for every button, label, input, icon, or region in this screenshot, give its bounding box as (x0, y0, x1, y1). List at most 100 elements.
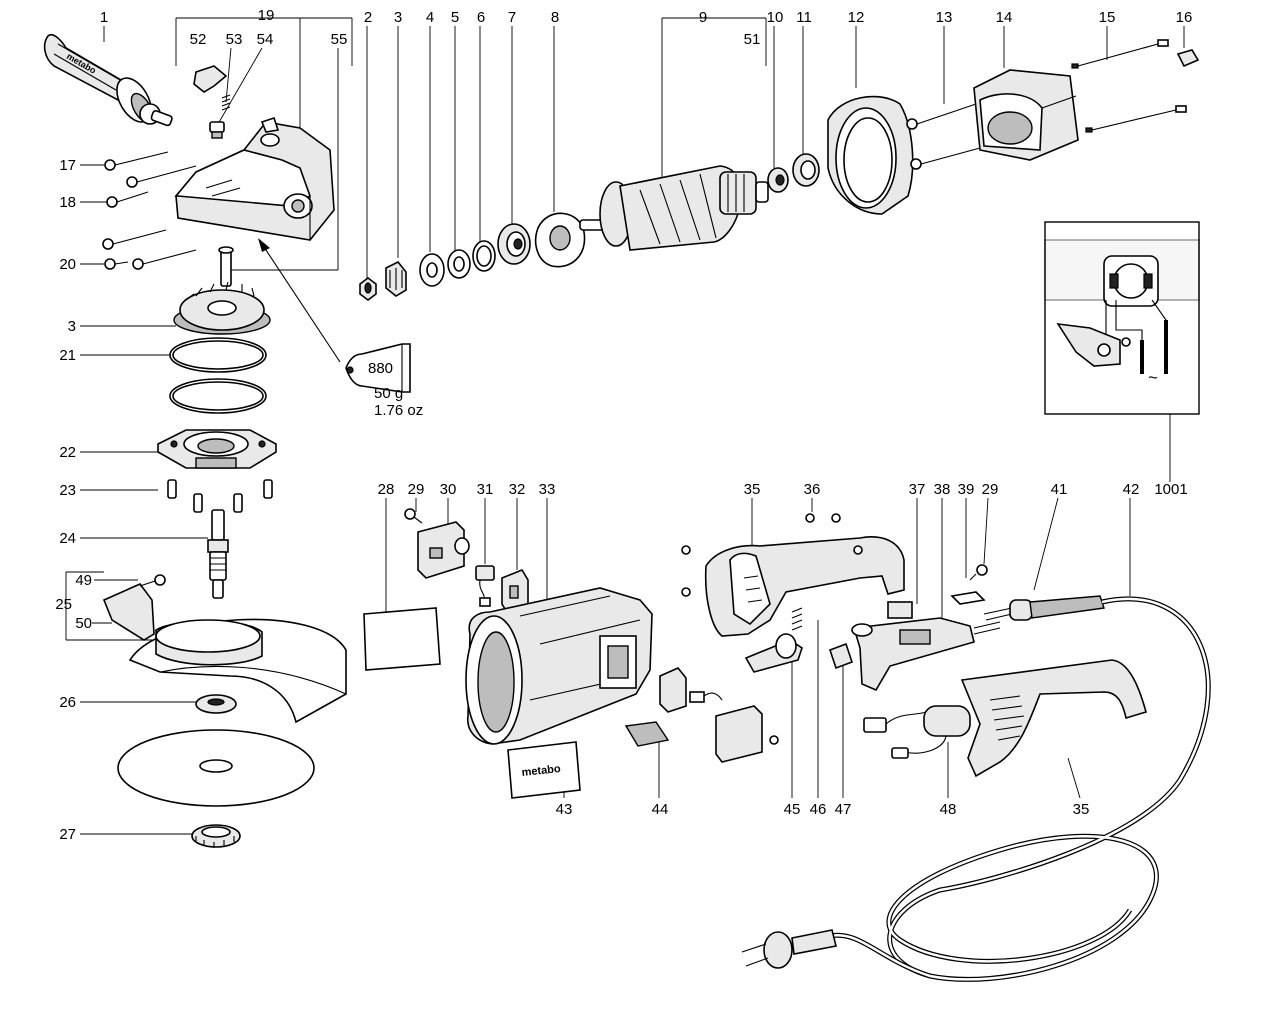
part-43-brand-label: metabo (507, 741, 581, 799)
part-50-clamp (102, 583, 155, 641)
part-18-screw (106, 191, 149, 208)
part-6-washer (472, 240, 496, 272)
part-47-button (828, 642, 854, 670)
wiring-ac-symbol: ~ (1148, 368, 1158, 387)
callout-30: 30 (439, 481, 457, 498)
callout-47: 47 (834, 801, 852, 818)
part-4-washer (419, 253, 445, 287)
callout-44: 44 (651, 801, 669, 818)
part-55-pin (218, 246, 234, 287)
callout-43: 43 (555, 801, 573, 818)
callout-39: 39 (957, 481, 975, 498)
callout-22: 22 (59, 444, 76, 461)
callout-14: 14 (995, 9, 1013, 26)
callout-15: 15 (1098, 9, 1116, 26)
part-12-fan-baffle (827, 95, 914, 215)
part-30-brush-cover (417, 521, 470, 579)
callout-27: 27 (59, 826, 76, 843)
part-27-nut (191, 824, 241, 848)
callout-10: 10 (766, 9, 784, 26)
callout-3-bevel: 3 (67, 318, 76, 335)
part-23-screws (167, 479, 273, 513)
callout-53: 53 (225, 31, 243, 48)
part-42-power-cable (741, 596, 1211, 982)
grease-weight-g: 50 g (374, 385, 404, 402)
part-11-bearing-bush (792, 153, 820, 187)
part-15-cables (1071, 39, 1187, 133)
part-5-washer (447, 249, 471, 279)
brush-holder-lower (659, 667, 779, 763)
sticker-brand-text: metabo (521, 763, 561, 779)
part-29-screw-right (969, 564, 988, 581)
part-32-brush-holder (501, 569, 529, 615)
part-35-lower-handle (960, 659, 1147, 778)
grease-weight-oz: 1.76 oz (374, 402, 424, 419)
callout-17: 17 (59, 157, 76, 174)
callout-29-left: 29 (407, 481, 425, 498)
part-21-o-rings (169, 337, 267, 414)
grease-tube (345, 343, 411, 393)
part-45-switch-lever (744, 633, 803, 673)
callout-29-right: 29 (981, 481, 999, 498)
callout-20: 20 (59, 256, 76, 273)
part-33-motor-housing (465, 587, 653, 745)
callout-32: 32 (508, 481, 526, 498)
part-54-button (209, 121, 225, 139)
part-9-armature (579, 165, 769, 251)
part-3-bevel-gear (173, 281, 271, 335)
part-24-spindle (207, 509, 229, 599)
callout-25: 25 (55, 596, 72, 613)
grinding-disc (117, 729, 315, 807)
callout-28: 28 (377, 481, 395, 498)
part-26-flange (195, 694, 237, 714)
callout-7: 7 (507, 9, 517, 26)
callout-6: 6 (476, 9, 486, 26)
part-53-spring (221, 94, 231, 111)
part-17-screws (104, 151, 197, 188)
part-52-cap (193, 65, 228, 93)
callout-52: 52 (189, 31, 207, 48)
part-35-upper-handle (704, 536, 905, 637)
grease-code: 880 (368, 360, 394, 377)
callout-13: 13 (935, 9, 953, 26)
part-14-field-coil (973, 69, 1079, 161)
callout-35-upper: 35 (743, 481, 761, 498)
part-22-bearing-flange (157, 429, 277, 469)
callout-23: 23 (59, 482, 76, 499)
callout-46: 46 (809, 801, 827, 818)
part-10-bearing (767, 167, 789, 193)
callout-18: 18 (59, 194, 76, 211)
callout-31: 31 (476, 481, 494, 498)
part-3-pinion (385, 260, 407, 297)
callout-49: 49 (75, 572, 92, 589)
part-44-label (624, 721, 670, 747)
callout-35-lower: 35 (1072, 801, 1090, 818)
callout-51: 51 (743, 31, 761, 48)
part-7-bearing (497, 223, 531, 265)
part-36-screws (681, 513, 841, 597)
part-29-screw (404, 508, 423, 524)
part-41-cable-sleeve (983, 595, 1105, 621)
callout-11: 11 (796, 9, 812, 26)
part-16-connector (1176, 49, 1200, 68)
callout-19: 19 (257, 7, 275, 24)
callout-1: 1 (99, 9, 109, 26)
part-48-suppressor (863, 705, 971, 759)
part-2-nut (359, 277, 377, 301)
part-1-side-handle: metabo (43, 33, 173, 127)
callout-54: 54 (256, 31, 274, 48)
callout-21: 21 (59, 347, 76, 364)
part-39-clip (950, 591, 986, 605)
part-19-gear-housing (174, 116, 335, 241)
part-46-spring (791, 607, 803, 631)
callout-33: 33 (538, 481, 556, 498)
callout-9: 9 (698, 9, 708, 26)
part-49-screw (139, 574, 166, 587)
callout-36: 36 (803, 481, 821, 498)
part-13-screws (906, 103, 981, 170)
part-8-bearing-plate (534, 212, 586, 268)
callout-45: 45 (783, 801, 801, 818)
callout-8: 8 (550, 9, 560, 26)
